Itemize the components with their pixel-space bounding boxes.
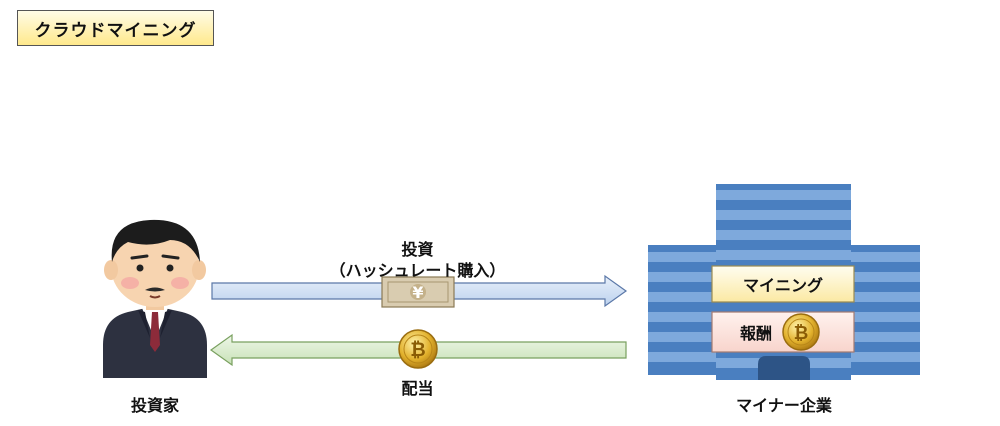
- investment-label: 投資: [401, 240, 434, 259]
- investor-figure: [103, 219, 207, 378]
- hashrate-purchase-label: （ハッシュレート購入）: [329, 261, 506, 280]
- bitcoin-symbol: ₿: [410, 339, 425, 361]
- investor-label: 投資家: [130, 396, 179, 415]
- dividend-label: 配当: [401, 379, 434, 398]
- company-label: マイナー企業: [736, 396, 832, 415]
- diagram-title: クラウドマイニング: [17, 10, 214, 46]
- yen-bill-icon: ¥: [381, 276, 455, 308]
- bitcoin-coin-icon: ₿: [398, 329, 438, 369]
- reward-bitcoin-symbol: ₿: [794, 323, 809, 344]
- reward-box-label: 報酬: [740, 324, 773, 343]
- yen-symbol: ¥: [412, 283, 423, 302]
- building-icon: ₿: [648, 184, 920, 380]
- mining-box-label: マイニング: [742, 276, 823, 295]
